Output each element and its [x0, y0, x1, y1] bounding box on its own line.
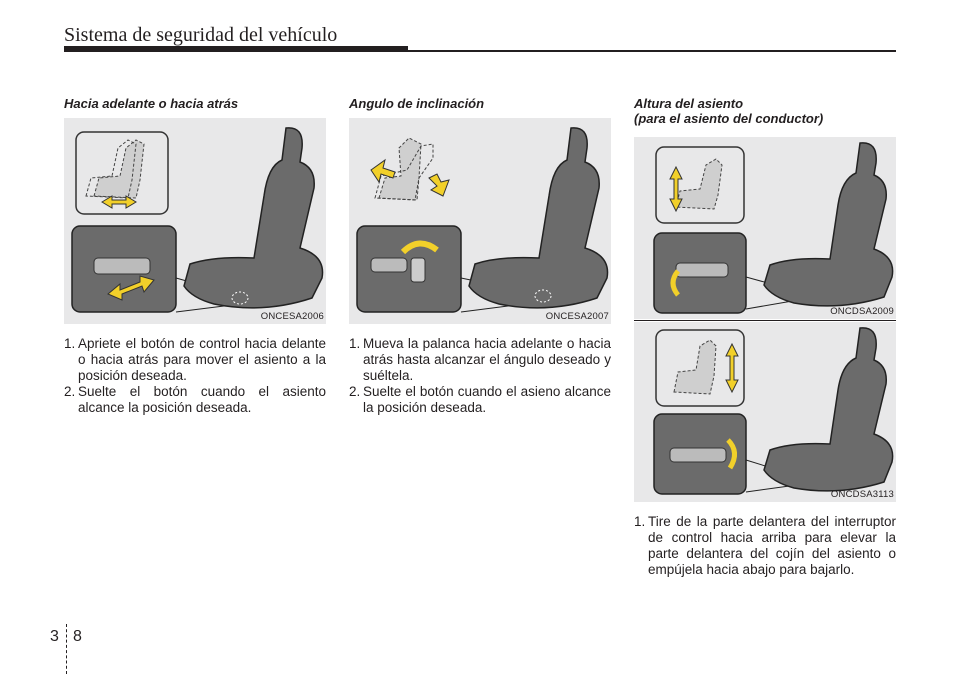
section-heading: Altura del asiento [634, 96, 744, 111]
steps-seat-height: 1.Tire de la parte delantera del interru… [634, 514, 896, 578]
step-item: 1.Mueva la palanca hacia adelante o haci… [349, 336, 611, 383]
header-bar [64, 46, 408, 52]
page-header-title: Sistema de seguridad del vehículo [64, 24, 338, 46]
seat-illustration [653, 142, 894, 314]
figure-seat-height-top: ONCDSA2009 [634, 137, 896, 319]
step-item: 1.Tire de la parte delantera del interru… [634, 514, 896, 577]
chapter-number: 3 [50, 628, 59, 645]
section-subheading: (para el asiento del conductor) [634, 111, 824, 126]
column-recline-angle: Angulo de inclinación [349, 96, 611, 111]
figure-recline-angle: ONCESA2007 [349, 118, 611, 324]
step-item: 1.Apriete el botón de control hacia dela… [64, 336, 326, 383]
seat-illustration [71, 127, 324, 313]
figure-forward-backward: ONCESA2006 [64, 118, 326, 324]
column-seat-height: Altura del asiento (para el asiento del … [634, 96, 896, 126]
seat-illustration [653, 327, 894, 495]
figure-seat-height-bottom: ONCDSA3113 [634, 322, 896, 502]
column-forward-backward: Hacia adelante o hacia atrás [64, 96, 326, 111]
footer-separator [66, 624, 67, 674]
figure-code: ONCDSA2009 [830, 306, 894, 317]
figure-divider [634, 320, 896, 321]
steps-forward-backward: 1.Apriete el botón de control hacia dela… [64, 336, 326, 416]
figure-code: ONCESA2006 [260, 311, 324, 322]
section-heading: Hacia adelante o hacia atrás [64, 96, 239, 111]
header-rule [408, 50, 896, 52]
section-heading: Angulo de inclinación [349, 96, 485, 111]
figure-code: ONCDSA3113 [830, 489, 894, 500]
figure-code: ONCESA2007 [545, 311, 609, 322]
steps-recline-angle: 1.Mueva la palanca hacia adelante o haci… [349, 336, 611, 416]
step-item: 2.Suelte el botón cuando el asieno alcan… [349, 384, 611, 415]
seat-illustration [356, 127, 609, 313]
page-number: 8 [73, 628, 82, 645]
step-item: 2.Suelte el botón cuando el asiento alca… [64, 384, 326, 415]
